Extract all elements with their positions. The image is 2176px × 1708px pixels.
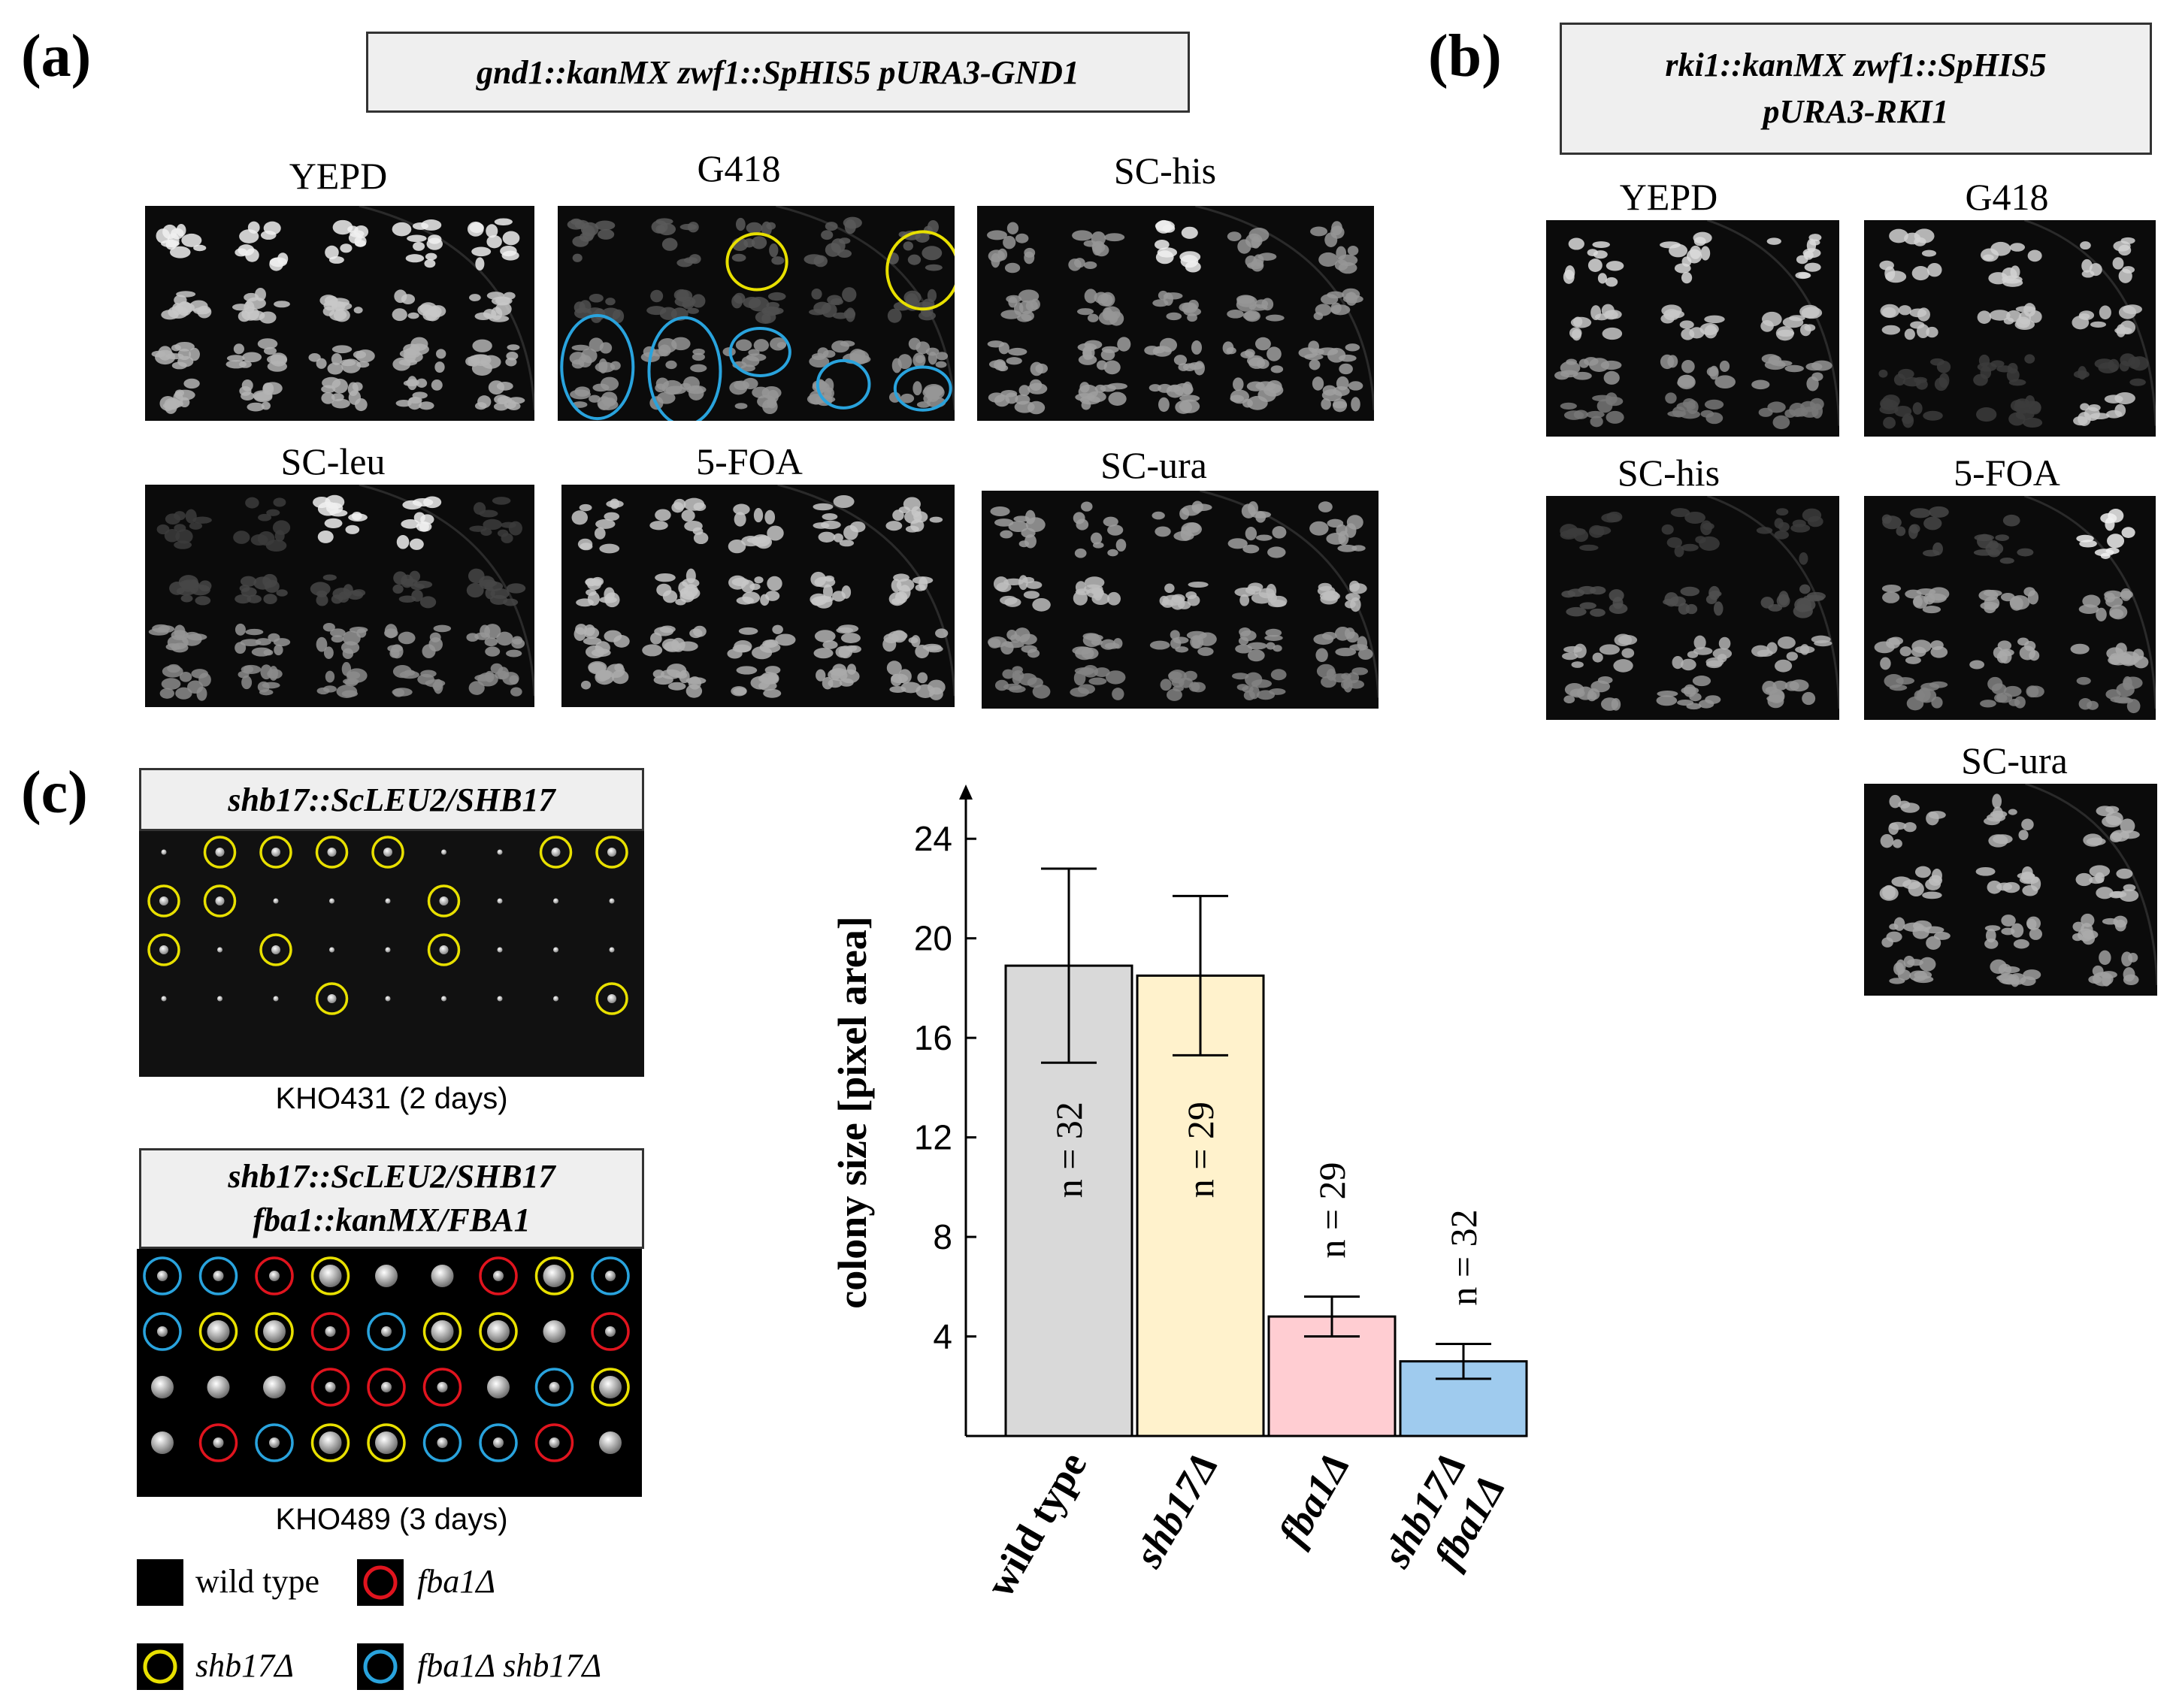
- chart-n-label: n = 29: [1179, 1102, 1221, 1198]
- legend-marker-shb17: [137, 1643, 183, 1690]
- chart-x-tick-label: shb17Δ: [1125, 1444, 1227, 1576]
- plate-image-b-yepd: [1546, 220, 1839, 437]
- genotype-b-line2: pURA3-RKI1: [1763, 93, 1949, 130]
- plate-label-b-schis: SC-his: [1617, 452, 1721, 494]
- plate-label-b-5foa: 5-FOA: [1954, 452, 2060, 494]
- plate-label-a-5foa: 5-FOA: [696, 440, 803, 482]
- chart-y-tick-label: 4: [933, 1317, 952, 1356]
- panel-letter-b: (b): [1428, 23, 1502, 89]
- panel-letter-a: (a): [21, 23, 92, 89]
- panel-letter-c: (c): [21, 760, 88, 826]
- chart-y-tick-label: 20: [914, 919, 952, 958]
- colony-size-chart: 4 8 12 16 20 24 colony size [pixel area] n = 32…: [782, 766, 1578, 1698]
- legend-marker-wild-type: [137, 1559, 183, 1606]
- plate-label-b-yepd: YEPD: [1619, 176, 1718, 218]
- plate-image-a-g418: [558, 206, 955, 421]
- chart-n-label: n = 29: [1311, 1162, 1353, 1258]
- tetrad-plate-kho489: [137, 1249, 642, 1497]
- plate-image-a-yepd: [145, 206, 534, 421]
- plate-label-a-scleu: SC-leu: [280, 440, 386, 482]
- chart-y-tick-label: 16: [914, 1018, 952, 1057]
- plate-image-a-schis: [977, 206, 1374, 421]
- genotype-legend: wild type fba1Δ shb17Δ fba1Δ shb17Δ: [137, 1559, 663, 1702]
- legend-marker-fba1-shb17: [357, 1643, 404, 1690]
- chart-x-tick-label: fba1Δ: [1270, 1444, 1358, 1553]
- tetrad-caption-kho431: KHO431 (2 days): [275, 1082, 508, 1115]
- legend-marker-fba1: [357, 1559, 404, 1606]
- legend-label-fba1-shb17: fba1Δ shb17Δ: [417, 1647, 602, 1684]
- tetrad-plate-kho431: [139, 831, 644, 1077]
- plate-image-a-scleu: [145, 485, 534, 707]
- genotype-box-a: gnd1::kanMX zwf1::SpHIS5 pURA3-GND1: [366, 32, 1190, 113]
- chart-y-tick-label: 8: [933, 1217, 952, 1256]
- genotype-b-line1: rki1::kanMX zwf1::SpHIS5: [1665, 47, 2047, 83]
- legend-label-shb17: shb17Δ: [195, 1647, 294, 1684]
- genotype-box-c1: shb17::ScLEU2/SHB17: [139, 768, 644, 831]
- plate-image-a-5foa: [561, 485, 955, 707]
- genotype-c2-line2: fba1::kanMX/FBA1: [253, 1202, 531, 1238]
- chart-y-tick-label: 24: [914, 819, 952, 858]
- plate-label-b-scura: SC-ura: [1961, 739, 2068, 781]
- tetrad-caption-kho489: KHO489 (3 days): [275, 1503, 508, 1536]
- plate-label-a-g418: G418: [697, 147, 781, 189]
- chart-x-tick-label: shb17Δfba1Δ: [1373, 1444, 1514, 1598]
- chart-y-axis-label: colony size [pixel area]: [830, 916, 875, 1308]
- legend-label-fba1: fba1Δ: [417, 1563, 496, 1600]
- plate-image-b-5foa: [1864, 496, 2156, 720]
- plate-image-b-g418: [1864, 220, 2156, 437]
- chart-n-label: n = 32: [1048, 1102, 1090, 1198]
- plate-label-a-schis: SC-his: [1113, 150, 1217, 192]
- colony-size-chart-svg: 4 8 12 16 20 24 colony size [pixel area] n = 32…: [830, 784, 1528, 1604]
- plate-label-b-g418: G418: [1965, 176, 2049, 218]
- plate-image-a-scura: [982, 491, 1379, 709]
- plate-image-b-schis: [1546, 496, 1839, 720]
- chart-y-axis-arrow: [959, 784, 973, 800]
- plate-image-b-scura: [1864, 784, 2157, 996]
- plate-label-a-scura: SC-ura: [1100, 444, 1207, 486]
- genotype-c2-line1: shb17::ScLEU2/SHB17: [228, 1158, 555, 1195]
- chart-x-tick-label: wild type: [977, 1444, 1096, 1604]
- genotype-a: gnd1::kanMX zwf1::SpHIS5 pURA3-GND1: [477, 53, 1079, 91]
- chart-n-label: n = 32: [1442, 1209, 1484, 1305]
- chart-y-tick-label: 12: [914, 1118, 952, 1157]
- genotype-box-b: rki1::kanMX zwf1::SpHIS5 pURA3-RKI1: [1560, 23, 2152, 155]
- genotype-box-c2: shb17::ScLEU2/SHB17 fba1::kanMX/FBA1: [139, 1148, 644, 1249]
- legend-label-wild-type: wild type: [195, 1563, 319, 1600]
- plate-label-a-yepd: YEPD: [289, 155, 388, 197]
- genotype-c1: shb17::ScLEU2/SHB17: [228, 781, 555, 818]
